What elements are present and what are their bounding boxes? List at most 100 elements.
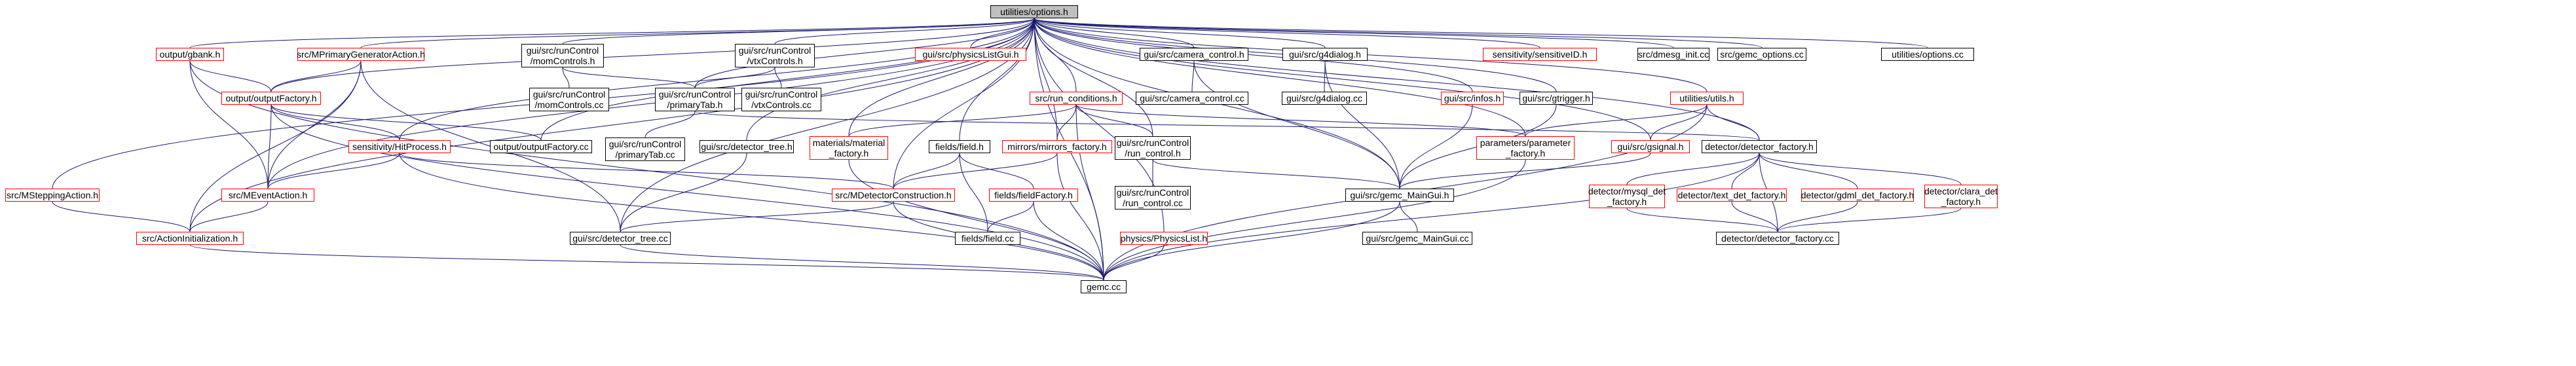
- node-detfact[interactable]: detector/detector_factory.h: [1702, 140, 1817, 153]
- edge-runcond-to-mirrors: [1056, 98, 1079, 141]
- node-gsignal[interactable]: gui/src/gsignal.h: [1611, 140, 1690, 153]
- node-runcond[interactable]: src/run_conditions.h: [1030, 92, 1123, 105]
- node-runctlcc[interactable]: gui/src/runControl /run_control.cc: [1115, 186, 1191, 210]
- edge-runcond-to-params: [1073, 98, 1526, 137]
- node-gemcopt[interactable]: src/gemc_options.cc: [1717, 48, 1806, 61]
- edge-textdet-to-detfactcc: [1728, 195, 1778, 232]
- edge-fieldfact-to-fieldcc: [987, 195, 1037, 232]
- node-utils[interactable]: utilities/utils.h: [1670, 92, 1744, 105]
- edge-utils-to-gsignal: [1650, 98, 1710, 141]
- node-dettree[interactable]: gui/src/detector_tree.h: [700, 140, 794, 153]
- node-mstep[interactable]: src/MSteppingAction.h: [5, 189, 100, 202]
- node-mysql[interactable]: detector/mysql_det _factory.h: [1588, 185, 1666, 208]
- node-dmesg[interactable]: src/dmesg_init.cc: [1637, 48, 1709, 61]
- edge-root-to-runctl: [1031, 12, 1153, 137]
- node-optcc[interactable]: utilities/options.cc: [1881, 48, 1974, 61]
- node-dettreecc[interactable]: gui/src/detector_tree.cc: [570, 232, 671, 245]
- edge-root-to-params: [1031, 12, 1526, 137]
- node-outfact[interactable]: output/outputFactory.h: [221, 92, 321, 105]
- node-matfact[interactable]: materials/material _factory.h: [810, 136, 888, 160]
- node-g4dlg[interactable]: gui/src/g4dialog.h: [1282, 48, 1368, 61]
- node-actinit[interactable]: src/ActionInitialization.h: [136, 232, 244, 245]
- edge-mysql-to-detfactcc: [1624, 202, 1778, 232]
- node-gtrig[interactable]: gui/src/gtrigger.h: [1520, 92, 1593, 105]
- node-gdml[interactable]: detector/gdml_det_factory.h: [1801, 189, 1914, 202]
- node-mdetcon[interactable]: src/MDetectorConstruction.h: [832, 189, 955, 202]
- edge-mevent-to-actinit: [189, 195, 271, 232]
- edge-root-to-camctl: [1031, 12, 1195, 48]
- node-params[interactable]: parameters/parameter _factory.h: [1476, 136, 1575, 160]
- node-gemccc[interactable]: gemc.cc: [1081, 280, 1127, 293]
- node-mevent[interactable]: src/MEventAction.h: [221, 189, 314, 202]
- edge-physlist-to-gemccc: [1103, 238, 1167, 281]
- node-fieldcc[interactable]: fields/field.cc: [955, 232, 1020, 245]
- node-camctl[interactable]: gui/src/camera_control.h: [1140, 48, 1248, 61]
- node-detfactcc[interactable]: detector/detector_factory.cc: [1716, 232, 1839, 245]
- edge-root-to-infos: [1031, 12, 1473, 92]
- node-fieldfact[interactable]: fields/fieldFactory.h: [989, 189, 1078, 202]
- edge-mirrors-to-gemccc: [1054, 147, 1104, 281]
- edge-detfact-to-gdml: [1756, 147, 1858, 189]
- edge-vtxctl-to-primtab: [694, 61, 778, 88]
- edge-root-to-mdetcon: [893, 12, 1037, 189]
- edge-root-to-detfact: [1031, 12, 1760, 141]
- node-primtab[interactable]: gui/src/runControl /primaryTab.h: [655, 88, 735, 111]
- edge-gbank-to-mevent: [187, 54, 269, 189]
- node-vtxctl[interactable]: gui/src/runControl /vtxControls.h: [735, 44, 815, 67]
- edge-runcond-to-runctl: [1073, 98, 1153, 137]
- node-mainguicc[interactable]: gui/src/gemc_MainGui.cc: [1362, 232, 1472, 245]
- edge-mprim-to-outfact: [271, 54, 364, 92]
- edge-runctl-to-maingui: [1149, 153, 1400, 189]
- node-momcc[interactable]: gui/src/runControl /momControls.cc: [529, 88, 609, 111]
- node-maingui[interactable]: gui/src/gemc_MainGui.h: [1345, 189, 1454, 202]
- edge-detfact-to-textdet: [1731, 147, 1763, 189]
- node-physgui[interactable]: gui/src/physicsListGui.h: [915, 48, 1026, 61]
- edge-dettree-to-dettreecc: [620, 147, 750, 232]
- edge-mprim-to-actinit: [189, 54, 364, 232]
- node-mprim[interactable]: src/MPrimaryGeneratorAction.h: [296, 48, 426, 61]
- node-vtxcc[interactable]: gui/src/runControl /vtxControls.cc: [741, 88, 821, 111]
- node-primtabcc[interactable]: gui/src/runControl /primaryTab.cc: [605, 137, 685, 161]
- edge-mstep-to-actinit: [49, 195, 191, 232]
- node-physlist[interactable]: physics/PhysicsList.h: [1120, 232, 1208, 245]
- edge-detfact-to-gemccc: [1103, 147, 1763, 281]
- edge-root-to-mprim: [360, 12, 1037, 48]
- edge-runcond-to-matfact: [848, 98, 1079, 137]
- edge-maingui-to-mainguicc: [1396, 195, 1418, 232]
- node-clara[interactable]: detector/clara_det _factory.h: [1924, 185, 1998, 208]
- edge-sensproc-to-mdetcon: [396, 147, 894, 189]
- node-runctl[interactable]: gui/src/runControl /run_control.h: [1115, 136, 1191, 160]
- node-sensid[interactable]: sensitivity/sensitiveID.h: [1483, 48, 1597, 61]
- edge-root-to-gbank: [189, 12, 1037, 48]
- node-momctl[interactable]: gui/src/runControl /momControls.h: [521, 44, 604, 67]
- edge-root-to-dmesg: [1031, 12, 1674, 48]
- edge-sensproc-to-mevent: [267, 147, 403, 189]
- edge-root-to-sensid: [1031, 12, 1540, 48]
- node-outfactcc[interactable]: output/outputFactory.cc: [490, 140, 592, 153]
- edge-primtab-to-detfact: [692, 105, 1760, 141]
- node-root[interactable]: utilities/options.h: [990, 5, 1078, 18]
- node-gbank[interactable]: output/gbank.h: [156, 48, 224, 61]
- node-infos[interactable]: gui/src/infos.h: [1441, 92, 1504, 105]
- node-camcc[interactable]: gui/src/camera_control.cc: [1136, 92, 1248, 105]
- edge-root-to-dettree: [746, 12, 1037, 141]
- edge-root-to-utils: [1031, 12, 1708, 92]
- edge-gdml-to-detfactcc: [1777, 195, 1861, 232]
- node-textdet[interactable]: detector/text_det_factory.h: [1677, 189, 1787, 202]
- edge-mirrors-to-mdetcon: [893, 147, 1060, 189]
- edge-root-to-outfact: [271, 12, 1037, 92]
- edge-fields-to-fieldfact: [956, 147, 1034, 189]
- node-g4dcc[interactable]: gui/src/g4dialog.cc: [1282, 92, 1367, 105]
- edge-root-to-gsignal: [1031, 12, 1651, 141]
- edge-root-to-matfact: [848, 12, 1037, 137]
- edge-fields-to-mdetcon: [893, 147, 963, 189]
- edge-fields-to-fieldcc: [956, 147, 988, 232]
- node-mirrors[interactable]: mirrors/mirrors_factory.h: [1002, 140, 1112, 153]
- edge-outfact-to-sensproc: [268, 98, 400, 141]
- edge-infos-to-maingui: [1399, 98, 1476, 189]
- edge-root-to-optcc: [1031, 12, 1928, 48]
- node-fields[interactable]: fields/field.h: [929, 140, 990, 153]
- node-sensproc[interactable]: sensitivity/HitProcess.h: [348, 140, 451, 153]
